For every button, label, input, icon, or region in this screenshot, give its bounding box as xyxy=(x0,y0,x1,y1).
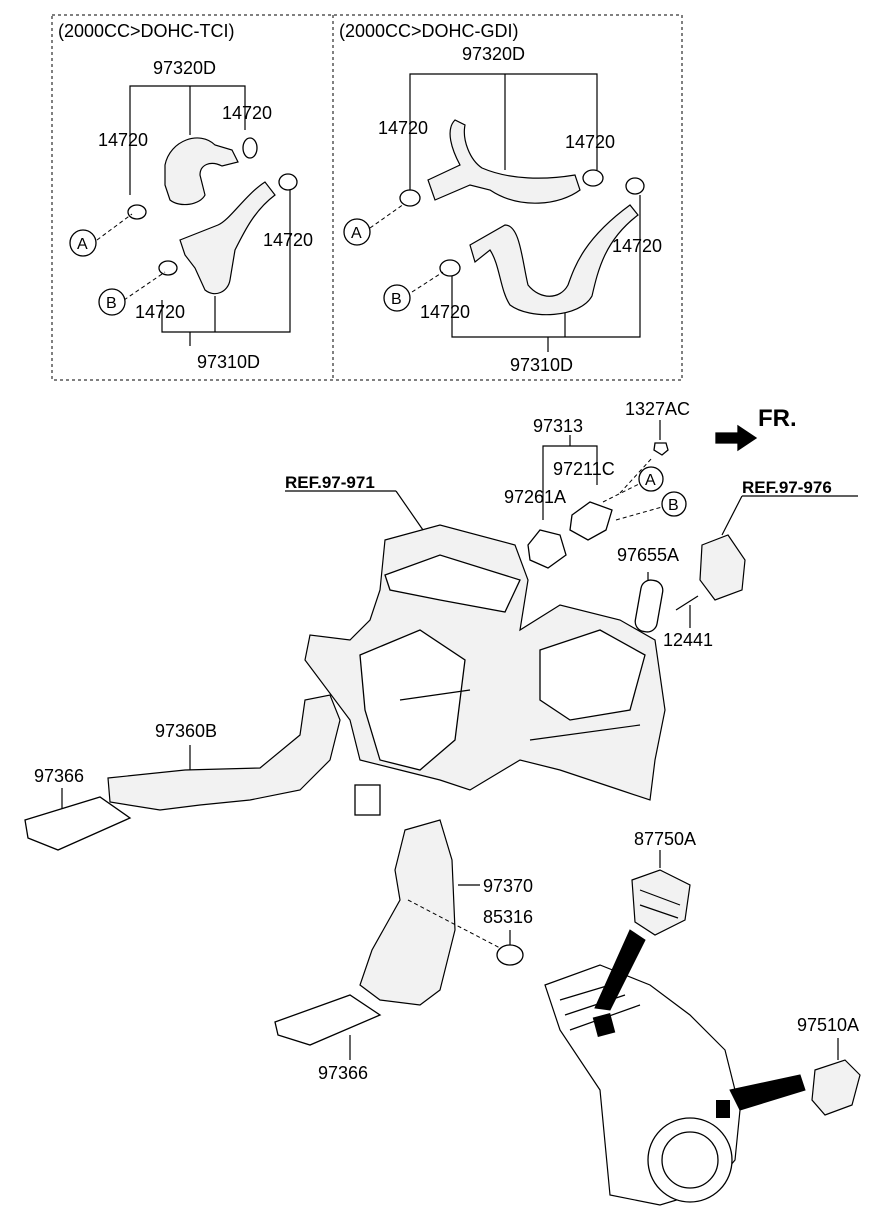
duct-97360B xyxy=(107,694,341,811)
expansion-valve xyxy=(699,534,746,601)
seal-97655A xyxy=(634,579,664,633)
inset-tci-title: (2000CC>DOHC-TCI) xyxy=(58,21,235,41)
gasket-97211C xyxy=(569,501,613,541)
label-97366: 97366 xyxy=(318,1063,368,1083)
marker-a: A xyxy=(645,472,656,489)
marker-a: A xyxy=(77,236,88,253)
label-97366: 97366 xyxy=(34,766,84,786)
ref-97-971: REF.97-971 xyxy=(285,473,375,492)
label-97310D: 97310D xyxy=(510,355,573,375)
marker-a-circle xyxy=(638,466,664,492)
label-14720: 14720 xyxy=(222,103,272,123)
label-97360B: 97360B xyxy=(155,721,217,741)
gasket-97261A xyxy=(527,529,567,569)
label-1327AC: 1327AC xyxy=(625,399,690,419)
label-14720: 14720 xyxy=(612,236,662,256)
marker-b: B xyxy=(391,291,402,308)
label-14720: 14720 xyxy=(135,302,185,322)
label-97313: 97313 xyxy=(533,416,583,436)
label-97370: 97370 xyxy=(483,876,533,896)
grille-87750A xyxy=(631,869,691,936)
vent-97366-bottom xyxy=(274,994,382,1046)
inset-gdi-title: (2000CC>DOHC-GDI) xyxy=(339,21,519,41)
label-14720: 14720 xyxy=(420,302,470,322)
label-97211C: 97211C xyxy=(553,459,615,479)
label-97655A: 97655A xyxy=(617,545,679,565)
label-97310D: 97310D xyxy=(197,352,260,372)
label-97510A: 97510A xyxy=(797,1015,859,1035)
label-14720: 14720 xyxy=(263,230,313,250)
main-assembly: FR. REF.97-971 REF.97-976 97313 1327AC 9… xyxy=(24,399,861,1206)
bolt-12441 xyxy=(675,595,699,611)
marker-b-circle xyxy=(661,491,687,517)
label-14720: 14720 xyxy=(98,130,148,150)
duct-97370 xyxy=(359,819,456,1006)
marker-b: B xyxy=(106,295,117,312)
label-97261A: 97261A xyxy=(504,487,566,507)
fr-indicator: FR. xyxy=(758,405,797,432)
car-rear-outline xyxy=(544,964,741,1206)
nut-1327AC xyxy=(653,442,669,456)
label-97320D: 97320D xyxy=(153,58,216,78)
marker-b-circle xyxy=(383,284,411,312)
marker-a: A xyxy=(351,225,362,242)
label-12441: 12441 xyxy=(663,630,713,650)
marker-a-circle xyxy=(343,218,371,246)
grille-97510A xyxy=(811,1059,861,1116)
vent-97366-left xyxy=(24,796,132,851)
ref-97-976: REF.97-976 xyxy=(742,478,832,497)
marker-a-circle xyxy=(69,229,97,257)
label-14720: 14720 xyxy=(565,132,615,152)
marker-b-circle xyxy=(98,288,126,316)
label-85316: 85316 xyxy=(483,907,533,927)
label-97320D: 97320D xyxy=(462,44,525,64)
inset-tci: (2000CC>DOHC-TCI) 97320D 14720 14720 147… xyxy=(58,21,313,372)
label-87750A: 87750A xyxy=(634,829,696,849)
inset-gdi: (2000CC>DOHC-GDI) 97320D 14720 14720 147… xyxy=(339,21,662,375)
marker-b: B xyxy=(668,497,679,514)
label-14720: 14720 xyxy=(378,118,428,138)
clip-85316 xyxy=(496,944,524,966)
inset-frame xyxy=(51,14,683,381)
